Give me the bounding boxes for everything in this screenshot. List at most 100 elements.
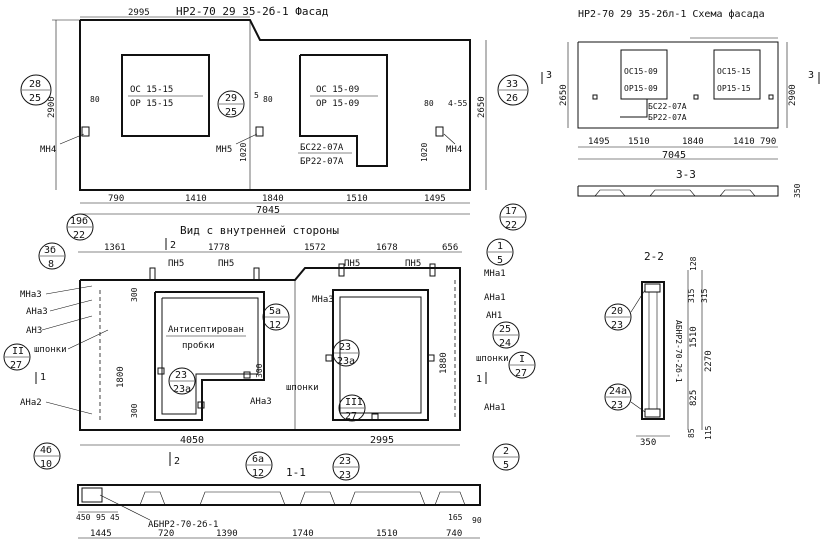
inner-shponki-mid: шпонки — [286, 383, 319, 393]
facade-dim-1510: 1510 — [346, 194, 368, 204]
section-1-1-dim-450: 450 — [76, 513, 91, 522]
scheme-window-a-label-2: ОР15-09 — [624, 84, 658, 93]
callout-23-bottom-top: 23 — [339, 456, 351, 467]
facade-mn4-right-part — [435, 126, 444, 137]
scheme-window-a — [620, 49, 668, 100]
scheme-dim-1840: 1840 — [682, 137, 704, 147]
facade-callout-28-25 — [20, 74, 52, 106]
facade-height-left: 2900 — [47, 96, 57, 118]
callout-23-23a-right — [332, 339, 360, 367]
section-1-1-dim-1510: 1510 — [376, 529, 398, 539]
inner-dim-1678: 1678 — [376, 243, 398, 253]
scheme-outline — [577, 41, 779, 129]
facade-callout-33-bottom: 26 — [506, 93, 518, 104]
facade-dim-80-b: 80 — [263, 95, 273, 104]
callout-23-right-bottom: 23а — [337, 356, 355, 367]
facade-mn4-right-label: МН4 — [446, 145, 462, 155]
callout-I-bottom: 27 — [515, 368, 527, 379]
callout-23-right-top: 23 — [339, 342, 351, 353]
inner-antisept-label-a: Антисептирован — [168, 325, 244, 335]
section-1-1-outline — [77, 484, 481, 506]
scheme-height-left: 2650 — [559, 84, 569, 106]
facade-dim-4-55: 4-55 — [448, 99, 467, 108]
inner-dim-2995: 2995 — [370, 435, 394, 446]
inner-dim-1572: 1572 — [304, 243, 326, 253]
inner-dim-300-c: 300 — [130, 403, 139, 418]
callout-III-27 — [338, 394, 366, 422]
callout-5a-top: 5а — [269, 306, 281, 317]
scheme-view: НР2-70 29 35-2бл-1 Схема фасада ОС15-09 … — [541, 8, 820, 198]
section-1-1: АБНР2-70-2б-1 450 95 45 165 90 1445 720 … — [76, 484, 482, 539]
facade-window-1 — [121, 54, 210, 137]
section-2-2-callout-bot-b: 23 — [611, 400, 623, 411]
facade-mn5-label: МН5 — [216, 145, 232, 155]
section-2-2: 2-2 АБНР2-70-2б-1 128 315 315 2270 1510 … — [604, 250, 714, 448]
callout-III-bottom: 27 — [345, 411, 357, 422]
section-1-1-dim-45: 45 — [110, 513, 120, 522]
inner-dim-300-a: 300 — [130, 287, 139, 302]
inner-mna3-left: МНа3 — [20, 290, 42, 300]
inner-section-label: 1-1 — [286, 466, 306, 479]
scheme-door-label-a: БС22-07А — [648, 102, 687, 111]
scheme-window-b-label-2: ОР15-15 — [717, 84, 751, 93]
inner-pn5-4: ПН5 — [405, 259, 421, 269]
callout-2-5 — [492, 443, 520, 471]
section-1-1-dim-165: 165 — [448, 513, 463, 522]
callout-5a-bottom: 12 — [269, 320, 281, 331]
callout-1-5 — [486, 238, 514, 266]
callout-I-top: I — [519, 354, 525, 365]
inner-section-mark-1-left: 1 — [40, 372, 46, 383]
facade-callout-28-top: 28 — [29, 79, 41, 90]
facade-window-2-label-b: ОР 15-09 — [316, 99, 359, 109]
section-2-2-callout-bot-t: 24а — [609, 386, 627, 397]
callout-4b-10 — [33, 442, 61, 470]
callout-6a-top: 6а — [252, 454, 264, 465]
inner-dim-1800: 1800 — [116, 366, 126, 388]
facade-dim-1495: 1495 — [424, 194, 446, 204]
section-2-2-callout-20-23 — [604, 303, 632, 331]
callout-25-24 — [492, 321, 520, 349]
facade-callout-33-26 — [497, 74, 529, 106]
callout-3b-top: 3б — [44, 244, 56, 256]
section-2-2-outline — [641, 281, 665, 420]
callout-II-27 — [3, 343, 31, 371]
facade-door-label-a: БС22-07А — [300, 143, 344, 153]
facade-dim-1020-a: 1020 — [239, 143, 248, 162]
callout-2-bottom: 5 — [503, 460, 509, 471]
section-2-2-callout-24a-23 — [604, 383, 632, 411]
inner-pn5-3: ПН5 — [344, 259, 360, 269]
callout-4b-top: 4б — [40, 444, 52, 456]
section-2-2-dim-115: 115 — [704, 425, 713, 440]
callout-19b-22 — [66, 213, 94, 241]
callout-23-23a-left — [168, 367, 196, 395]
inner-ana2: АНа2 — [20, 398, 42, 408]
section-2-2-dim-128: 128 — [689, 256, 698, 271]
facade-height-right: 2650 — [477, 96, 487, 118]
facade-callout-29-top: 29 — [225, 93, 237, 104]
facade-mn4-left-part — [81, 126, 90, 137]
facade-callout-29-25 — [217, 90, 245, 118]
inner-mna1-top: МНа1 — [484, 269, 506, 279]
facade-callout-29-bottom: 25 — [225, 107, 237, 118]
inner-ana3-mid: АНа3 — [250, 397, 272, 407]
section-2-2-dim-315-b: 315 — [700, 288, 709, 303]
inner-section-mark-1-right: 1 — [476, 374, 482, 385]
section-2-2-dim-85: 85 — [687, 428, 696, 438]
inner-dim-1778: 1778 — [208, 243, 230, 253]
section-1-1-dim-1445: 1445 — [90, 529, 112, 539]
section-2-2-vlabel: АБНР2-70-2б-1 — [674, 320, 684, 383]
inner-shponki-right: шпонки — [476, 354, 509, 364]
facade-dim-total: 7045 — [256, 205, 280, 216]
inner-dim-656: 656 — [442, 243, 458, 253]
inner-view-title: Вид с внутренней стороны — [180, 224, 339, 237]
section-1-1-dim-1390: 1390 — [216, 529, 238, 539]
inner-shponki-left: шпонки — [34, 345, 67, 355]
scheme-window-b — [713, 49, 761, 100]
facade-bottom-dims: 790 1410 1840 1510 1495 7045 — [108, 194, 446, 216]
inner-ana1-top: АНа1 — [484, 293, 506, 303]
callout-17-bottom: 22 — [505, 220, 517, 231]
callout-19b-top: 19б — [70, 215, 88, 227]
facade-view: НР2-70 29 35-2б-1 Фасад 2995 ОС 15-15 ОР… — [20, 5, 529, 216]
facade-title: НР2-70 29 35-2б-1 Фасад — [176, 5, 329, 18]
